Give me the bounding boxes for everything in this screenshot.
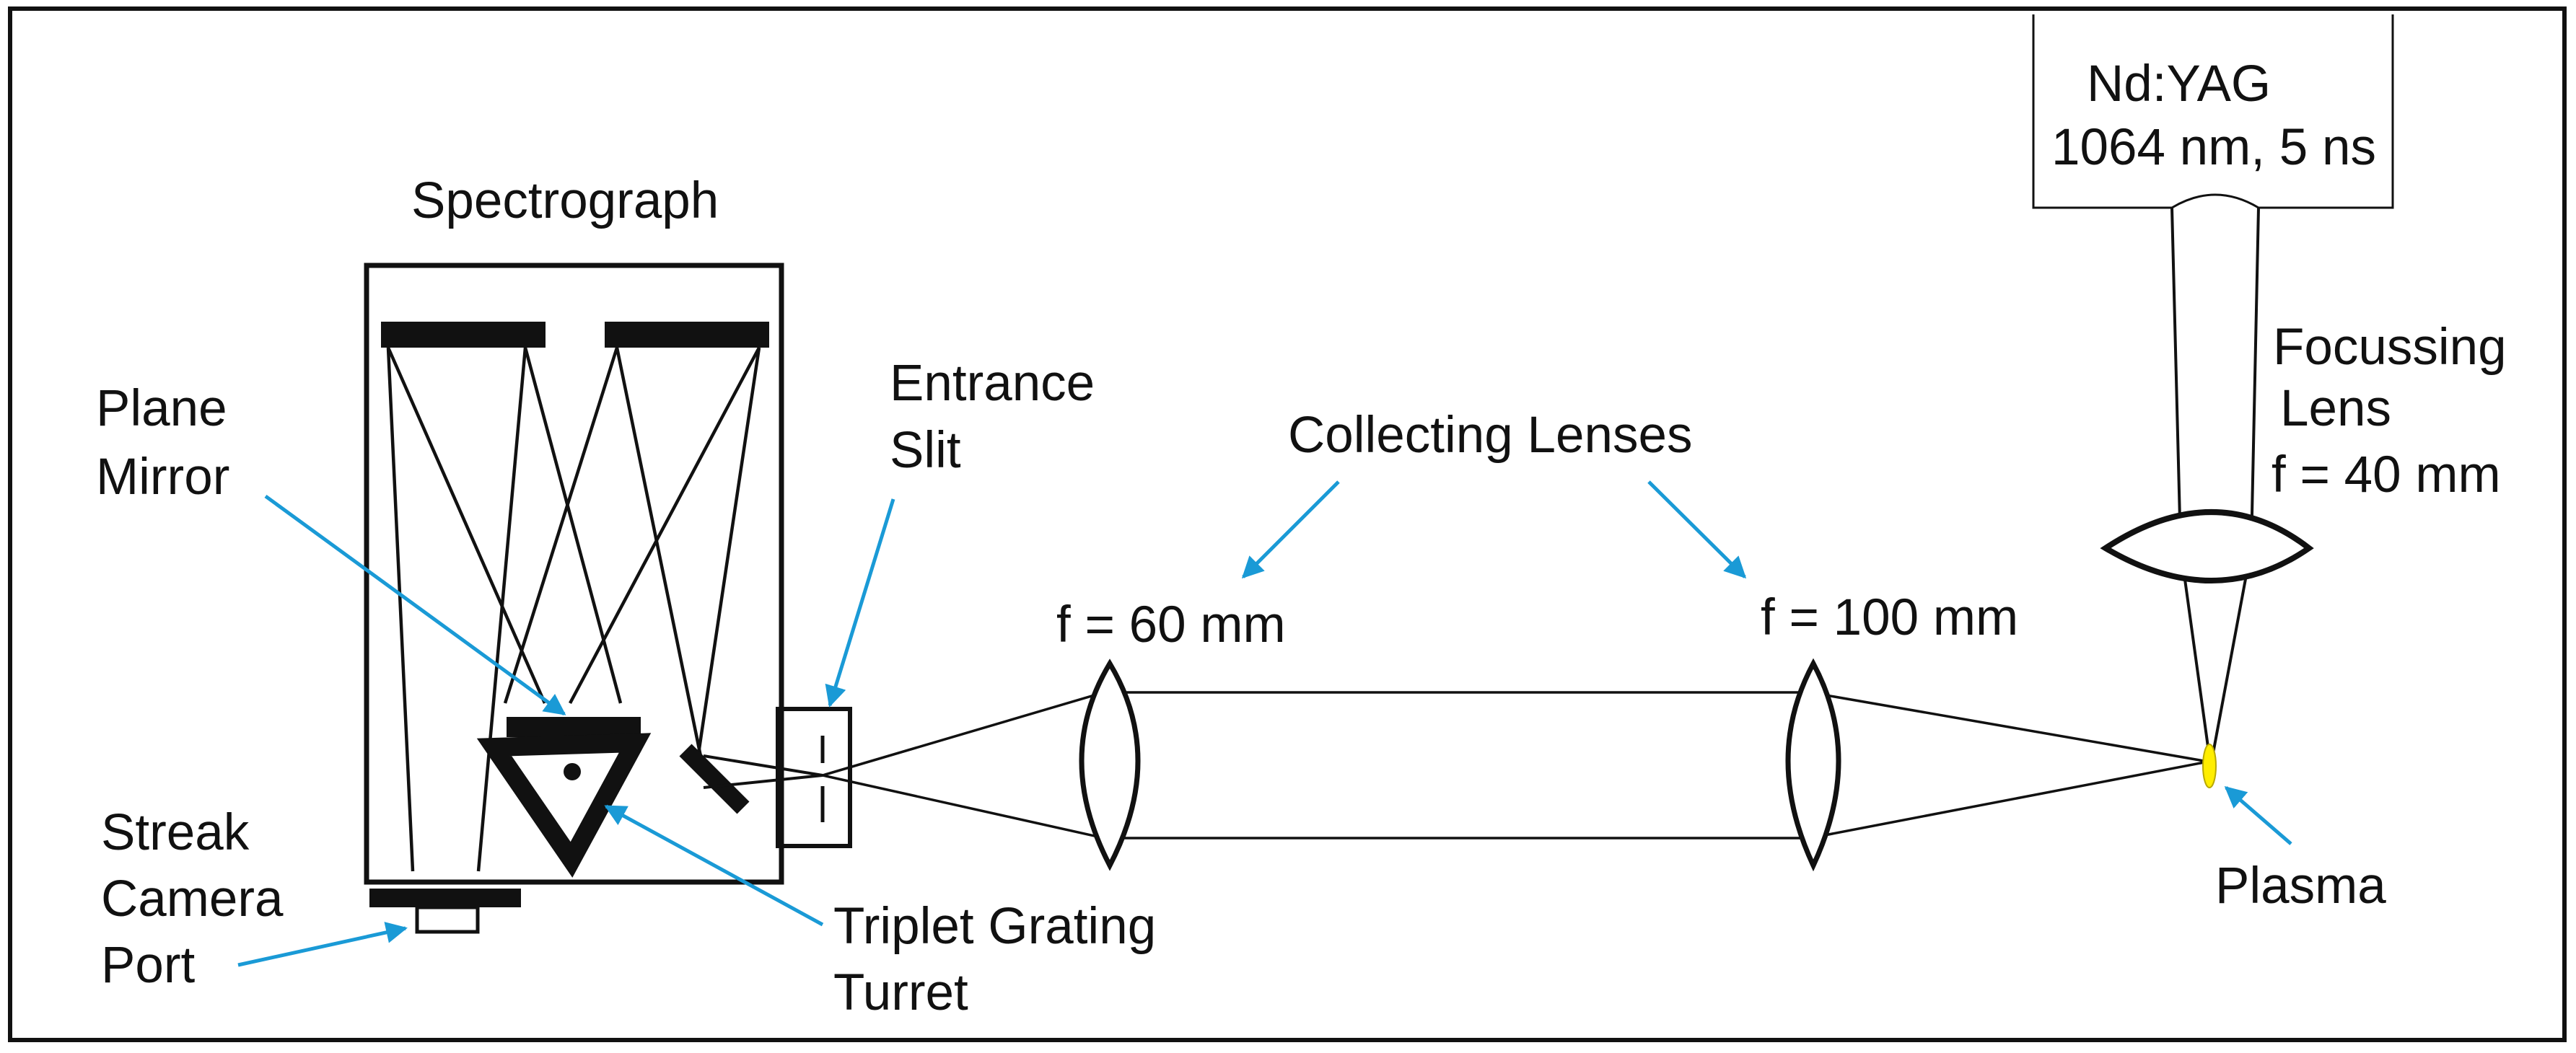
label-spectrograph: Spectrograph [411,172,719,229]
label-focusing-lens-line2: Lens [2280,380,2391,437]
laser-head [2032,14,2394,209]
beam-path [822,691,2209,840]
outer-frame [8,6,2567,1042]
label-focusing-lens-line3: f = 40 mm [2271,446,2501,503]
focusing-lens [2100,509,2314,583]
label-streak-line3: Port [101,937,195,994]
arrow-streak-camera [237,922,408,967]
arrow-lens1 [1241,480,1340,579]
plasma-spot [2202,744,2217,788]
label-laser-specs: 1064 nm, 5 ns [2051,119,2376,176]
label-lens2-focal: f = 100 mm [1761,589,2018,646]
arrow-plane-mirror [264,494,566,716]
label-plane-mirror-line2: Mirror [96,449,229,506]
label-plasma: Plasma [2215,858,2386,915]
labels: Spectrograph Plane Mirror Entrance Slit … [96,56,2507,1021]
label-laser-name: Nd:YAG [2087,56,2271,113]
collecting-lens-2 [1785,658,1841,872]
label-collecting-lenses: Collecting Lenses [1288,407,1692,464]
label-streak-line2: Camera [101,871,284,928]
internal-rays [386,346,761,872]
slit-rays [703,754,823,789]
label-grating-line1: Triplet Grating [833,898,1156,955]
label-entrance-slit-line1: Entrance [890,355,1095,412]
laser-beam [2170,207,2260,758]
arrow-lens2 [1647,480,1747,579]
label-lens1-focal: f = 60 mm [1056,596,1286,653]
label-plane-mirror-line1: Plane [96,380,227,437]
streak-camera-window [415,905,480,934]
pointer-arrows [237,480,2292,967]
arrow-plasma [2224,786,2292,845]
spectrograph [364,263,784,934]
focusing-mirror [605,322,769,348]
label-entrance-slit-line2: Slit [890,422,961,479]
streak-camera-flange [369,889,521,907]
label-focusing-lens-line1: Focussing [2273,319,2507,376]
label-streak-line1: Streak [101,804,250,861]
collecting-lens-1 [1079,658,1141,871]
arrow-grating-turret [604,804,824,927]
label-grating-line2: Turret [833,964,968,1021]
turret-pivot [564,763,581,780]
collimating-mirror [381,322,546,348]
entrance-slit [776,707,852,848]
slit-mirror [679,744,750,814]
spectrograph-housing [364,263,784,885]
arrow-entrance-slit [825,498,895,708]
grating-turret [476,717,652,878]
plane-mirror-element [507,717,641,737]
